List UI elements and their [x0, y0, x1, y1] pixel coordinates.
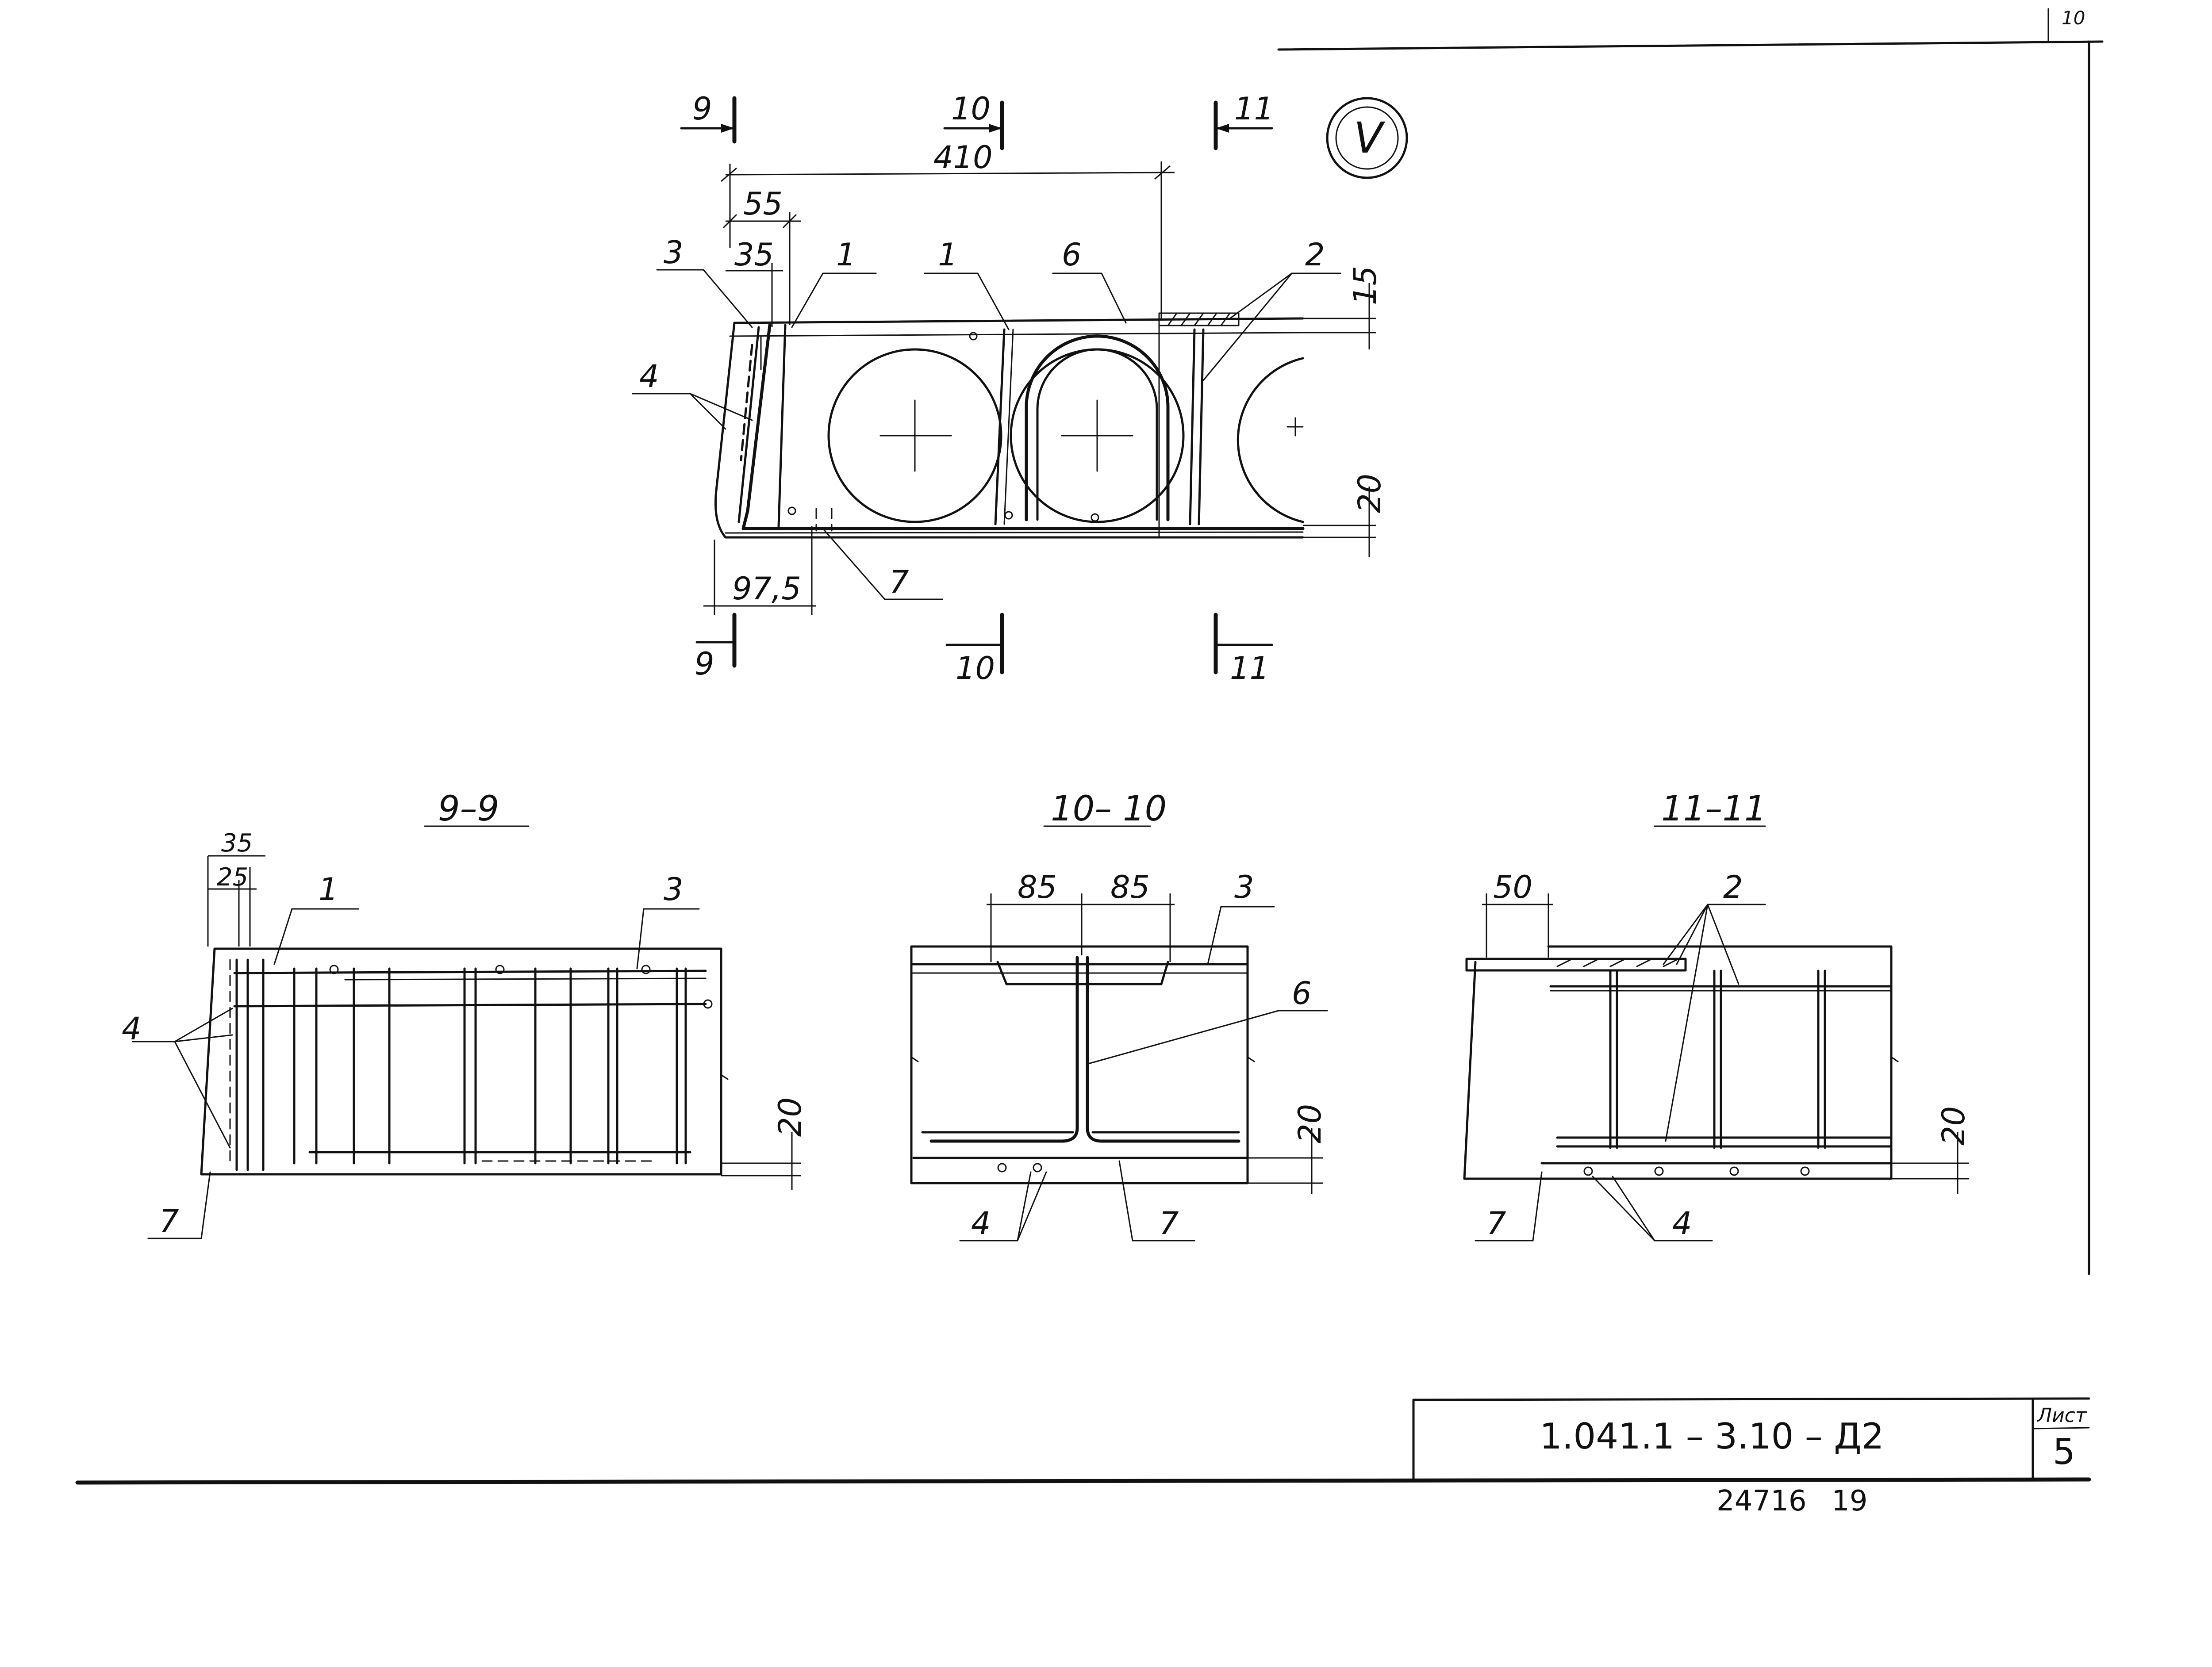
inventory-number: 24716: [1717, 1485, 1807, 1518]
section-9-9: 9–9: [122, 789, 808, 1239]
section-9-dim-25: 25: [217, 863, 248, 892]
dim-15-label: 15: [1347, 266, 1383, 305]
pos-7-label: 7: [889, 564, 909, 600]
section-9-pos-4: 4: [122, 1011, 142, 1047]
section-10-dim-85a: 85: [1018, 869, 1057, 905]
section-11-outline: [1463, 945, 1893, 1180]
dimension-410: [721, 161, 1175, 318]
pos-1b-label: 1: [938, 237, 958, 273]
section-11-pos-7: 7: [1486, 1205, 1506, 1242]
section-11-pos-4: 4: [1672, 1205, 1692, 1242]
lifting-loop-6: [1025, 334, 1170, 521]
pos-6-label: 6: [1062, 237, 1082, 273]
pos-3-label: 3: [664, 234, 684, 271]
embedded-plate: [1158, 312, 1240, 326]
cut-label-11-bottom: 11: [1230, 650, 1269, 686]
section-10-plate: [996, 961, 1169, 985]
section-11-title: 11–11: [1661, 789, 1767, 829]
cut-label-9-bottom: 9: [695, 646, 714, 682]
void-3-partial: [1237, 357, 1304, 523]
sheet-number: 5: [2053, 1431, 2075, 1472]
void-1: [827, 348, 1002, 523]
dimension-55: [722, 212, 801, 325]
section-11-11: 11–11 50 20: [1463, 789, 1972, 1242]
section-10-dim-85b: 85: [1110, 869, 1150, 905]
cut-marker-9-top: [680, 96, 737, 144]
node-mark-label: V: [1354, 113, 1386, 163]
sheet-label: Лист: [2036, 1404, 2087, 1427]
section-11-pos-2: 2: [1723, 869, 1743, 905]
cut-marker-10-bottom: [945, 613, 1004, 674]
section-9-title: 9–9: [438, 789, 499, 829]
dim-55-label: 55: [743, 186, 783, 222]
section-10-pos-4: 4: [971, 1205, 991, 1242]
pos-4-label: 4: [639, 358, 659, 395]
dimension-15: [1303, 283, 1376, 349]
section-11-dim-50: 50: [1493, 869, 1532, 905]
dimension-97-5: [703, 526, 816, 615]
cut-marker-11-top: [1214, 100, 1273, 150]
inventory-suffix: 19: [1832, 1485, 1867, 1518]
cut-marker-10-top: [943, 100, 1004, 150]
cut-marker-9-bottom: [695, 613, 737, 668]
dim-35-label: 35: [734, 237, 774, 273]
cut-label-10-bottom: 10: [956, 650, 995, 686]
section-10-pos-6: 6: [1292, 975, 1312, 1012]
dimension-20: [1303, 487, 1376, 557]
dim-97-5-label: 97,5: [732, 571, 801, 607]
dimension-35: [726, 263, 783, 327]
pos-2-label: 2: [1305, 237, 1325, 273]
slab-outline: [714, 322, 1304, 539]
section-9-pos-1: 1: [319, 871, 338, 908]
section-10-loop-6: [929, 956, 1079, 1143]
section-10-dim-20: 20: [1292, 1104, 1328, 1143]
cut-label-11-top: 11: [1234, 91, 1274, 127]
section-9-outline: [200, 947, 722, 1176]
drawing-code: 1.041.1 – 3.10 – Д2: [1540, 1416, 1884, 1457]
dim-410-label: 410: [933, 139, 993, 176]
section-9-dim-20: 20: [772, 1097, 808, 1137]
section-10-pos-3: 3: [1234, 869, 1254, 905]
cut-label-10-top: 10: [951, 91, 991, 127]
main-view: V 9 9 10 10 11: [632, 91, 1408, 686]
section-10-10: 10– 10 85 85 20 3 6 4: [910, 789, 1328, 1242]
corner-sheet-number: 10: [2062, 7, 2085, 29]
cut-marker-11-bottom: [1214, 613, 1273, 674]
pos-1a-label: 1: [836, 237, 856, 273]
node-mark-circle: [1326, 97, 1408, 179]
section-9-pos-3: 3: [664, 871, 684, 908]
section-9-pos-7: 7: [159, 1203, 179, 1239]
section-10-outline: [910, 945, 1249, 1184]
dim-20-main-label: 20: [1352, 474, 1388, 513]
section-11-dim-20: 20: [1936, 1106, 1972, 1146]
cut-label-9-top: 9: [692, 91, 712, 127]
section-10-title: 10– 10: [1051, 789, 1167, 829]
section-10-pos-7: 7: [1159, 1205, 1179, 1242]
sheet-frame: [75, 8, 2104, 1485]
section-9-dim-35: 35: [221, 829, 253, 858]
section-11-plate: [1465, 958, 1687, 972]
